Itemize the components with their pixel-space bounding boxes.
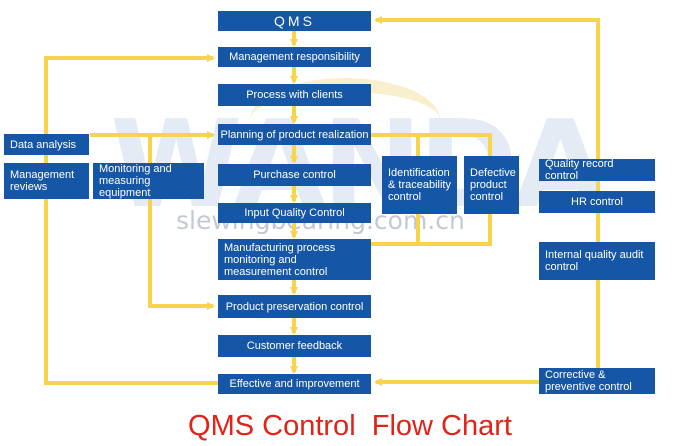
management-reviews-box: Management reviews	[4, 163, 89, 199]
customer-feedback-box: Customer feedback	[218, 335, 371, 357]
manufacturing-box: Manufacturing process monitoring and mea…	[218, 239, 371, 280]
monitoring-equipment-box: Monitoring and measuring equipment	[93, 163, 204, 199]
corrective-box: Corrective & preventive control	[539, 368, 655, 394]
management-responsibility-box: Management responsibility	[218, 47, 371, 67]
defective-box: Defective product control	[464, 156, 519, 214]
effective-improvement-box: Effective and improvement	[218, 374, 371, 394]
process-with-clients-box: Process with clients	[218, 84, 371, 106]
monitoring-loop	[148, 135, 215, 310]
middle-loop	[371, 133, 492, 246]
planning-box: Planning of product realization	[218, 124, 371, 145]
data-analysis-box: Data analysis	[4, 134, 89, 155]
qms-box: QMS	[218, 11, 371, 31]
quality-record-box: Quality record control	[539, 158, 655, 182]
internal-audit-box: Internal quality audit control	[539, 242, 655, 280]
product-preservation-box: Product preservation control	[218, 295, 371, 318]
purchase-control-box: Purchase control	[218, 164, 371, 186]
input-quality-control-box: Input Quality Control	[218, 203, 371, 223]
hr-control-box: HR control	[539, 191, 655, 213]
left-feedback-loop	[44, 54, 218, 385]
identification-box: Identification & traceability control	[382, 156, 457, 214]
chart-title: QMS Control Flow Chart	[188, 410, 512, 442]
